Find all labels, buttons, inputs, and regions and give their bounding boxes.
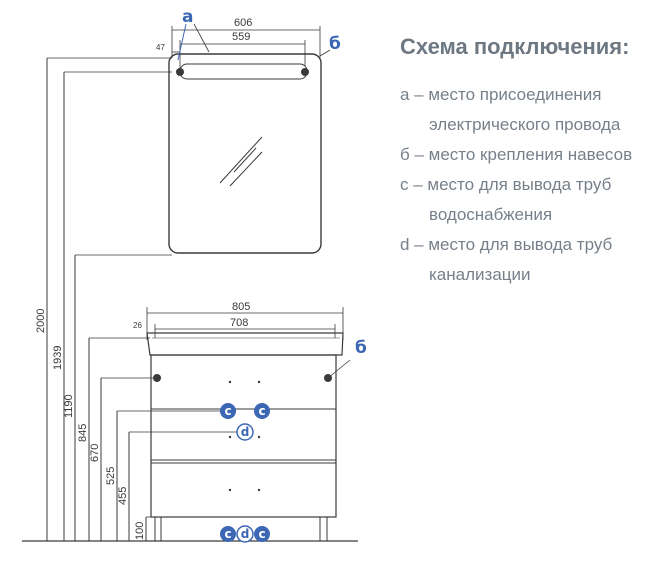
cabinet-top (146, 332, 344, 356)
point-c-lower-left (220, 526, 236, 542)
svg-text:d: d (241, 425, 250, 439)
svg-text:c: c (224, 527, 231, 541)
marker-b-label-mirror: б (329, 34, 341, 54)
legend: Схема подключения: а – место присоединен… (400, 34, 665, 290)
point-c-lower-right (254, 526, 270, 542)
mirror-width-total: 606 (234, 17, 252, 29)
cabinet-body (150, 354, 337, 518)
legend-item-d: d – место для вывода труб канализации (400, 235, 613, 284)
height-label-1190: 1190 (63, 394, 75, 418)
mirror-offset: 47 (156, 43, 165, 52)
point-d-upper (236, 423, 254, 441)
mirror-glare (219, 136, 263, 184)
mirror-frame (168, 53, 322, 254)
marker-b-label-cabinet: б (355, 338, 367, 358)
svg-text:c: c (258, 404, 265, 418)
legend-item-b: б – место крепления навесов (400, 145, 633, 164)
point-d-lower (236, 525, 254, 543)
cabinet-offset: 26 (133, 321, 142, 330)
mirror-width-inner: 559 (232, 31, 250, 43)
legend-title: Схема подключения: (400, 34, 630, 59)
height-label-845: 845 (77, 424, 89, 442)
cabinet-width-inner: 708 (230, 317, 248, 329)
cabinet-hanger-left (153, 374, 161, 382)
mirror-lamp (179, 63, 308, 80)
svg-text:d: d (241, 527, 250, 541)
point-c-upper-right (254, 403, 270, 419)
marker-a-label: а (182, 7, 193, 27)
legend-item-c: с – место для вывода труб водоснабжения (400, 175, 612, 224)
mirror-hanger-right (301, 68, 309, 76)
svg-text:c: c (258, 527, 265, 541)
height-label-670: 670 (89, 444, 101, 462)
svg-text:c: c (224, 404, 231, 418)
height-label-2000: 2000 (35, 309, 47, 333)
height-label-455: 455 (117, 487, 129, 505)
legend-item-a: а – место присоединения электрического п… (400, 85, 621, 134)
cabinet-hanger-right (324, 374, 332, 382)
cabinet-width-total: 805 (232, 301, 250, 313)
point-c-upper-left (220, 403, 236, 419)
height-label-100: 100 (134, 522, 146, 540)
mirror-hanger-left (176, 68, 184, 76)
height-label-1939: 1939 (52, 346, 64, 370)
height-label-525: 525 (105, 467, 117, 485)
